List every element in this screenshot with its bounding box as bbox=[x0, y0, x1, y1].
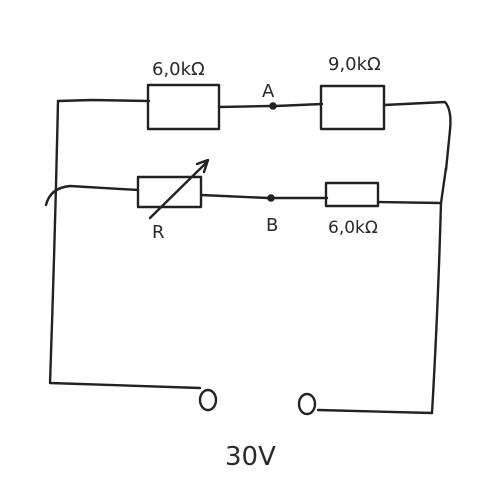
resistor-bottom-right bbox=[324, 181, 380, 208]
node-a-dot bbox=[269, 102, 277, 110]
label-node-a: A bbox=[262, 81, 275, 102]
resistor-top-right bbox=[319, 84, 386, 131]
node-b-dot bbox=[267, 194, 275, 202]
wire-left-inner bbox=[44, 184, 140, 207]
wire-top-middle-right bbox=[274, 102, 324, 108]
label-resistor-top-left: 6,0kΩ bbox=[152, 59, 205, 80]
terminal-right bbox=[297, 392, 317, 416]
variable-resistor bbox=[136, 175, 203, 209]
terminal-left bbox=[198, 388, 218, 412]
wire-right-outer bbox=[316, 201, 443, 415]
label-resistor-bottom-right: 6,0kΩ bbox=[328, 218, 378, 238]
wire-left-outer bbox=[48, 98, 202, 390]
variable-resistor-arrow bbox=[148, 158, 210, 220]
wire-top-middle-left bbox=[217, 104, 272, 109]
label-supply-voltage: 30V bbox=[225, 442, 276, 472]
resistor-top-left bbox=[146, 83, 221, 131]
wire-top-right bbox=[382, 100, 452, 172]
label-resistor-top-right: 9,0kΩ bbox=[328, 54, 381, 75]
wire-bottom-middle-left bbox=[199, 193, 270, 200]
label-node-b: B bbox=[266, 215, 278, 236]
label-variable-resistor: R bbox=[152, 222, 165, 243]
wire-bottom-right bbox=[376, 166, 448, 205]
